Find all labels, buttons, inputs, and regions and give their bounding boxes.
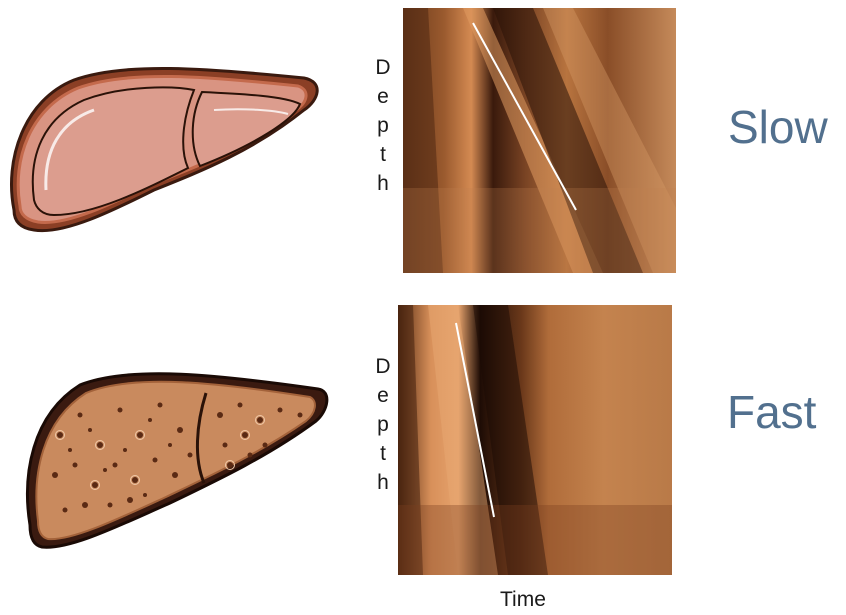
depth-letter: D <box>371 53 395 82</box>
healthy-liver-illustration <box>4 50 324 250</box>
mmode-image-fast <box>398 305 672 575</box>
mmode-image-slow <box>403 8 676 273</box>
depth-axis-label-bottom: D e p t h <box>371 352 395 497</box>
speed-label-fast: Fast <box>727 385 816 439</box>
depth-letter: p <box>371 111 395 140</box>
depth-letter: t <box>371 439 395 468</box>
depth-axis-label-top: D e p t h <box>371 53 395 198</box>
depth-letter: h <box>371 169 395 198</box>
depth-letter: t <box>371 140 395 169</box>
depth-letter: h <box>371 468 395 497</box>
speed-label-slow: Slow <box>728 100 828 154</box>
depth-letter: e <box>371 82 395 111</box>
depth-letter: D <box>371 352 395 381</box>
depth-letter: e <box>371 381 395 410</box>
time-axis-label: Time <box>500 588 546 612</box>
cirrhotic-liver-illustration <box>20 355 330 555</box>
depth-letter: p <box>371 410 395 439</box>
